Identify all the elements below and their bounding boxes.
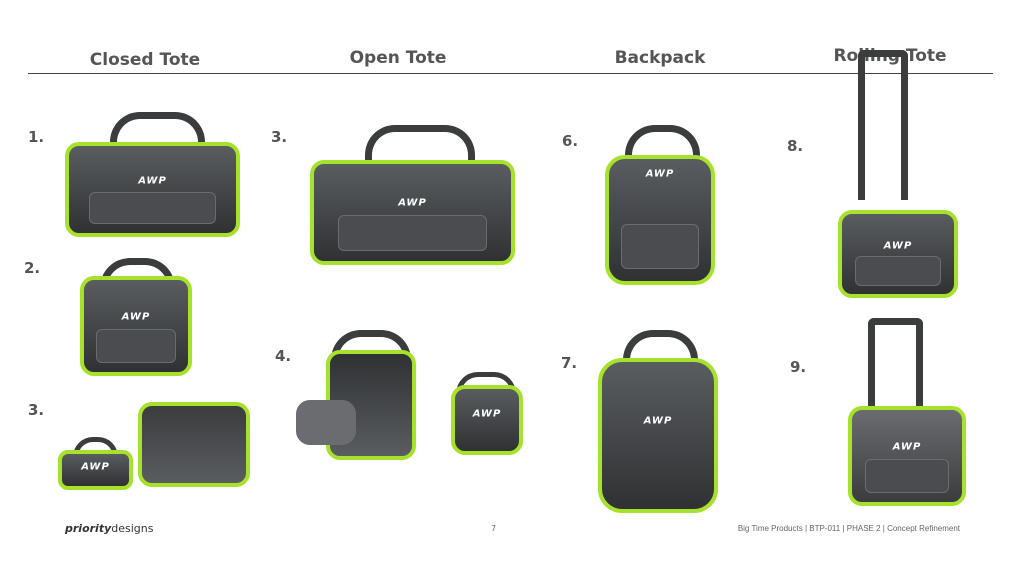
label-9: 9.: [790, 358, 807, 376]
priority-designs-logo: prioritydesigns: [65, 522, 154, 535]
product-image-closed-tote-2: AWP: [80, 258, 195, 378]
product-image-rolling-tote-8: AWP: [838, 50, 963, 300]
divider: [28, 73, 993, 74]
label-6: 6.: [562, 132, 579, 150]
heading-open-tote: Open Tote: [349, 48, 447, 68]
product-image-closed-tote-3: AWP: [58, 392, 253, 492]
footer-info: Big Time Products | BTP-011 | PHASE 2 | …: [737, 524, 960, 533]
product-image-rolling-tote-9: AWP: [848, 318, 973, 508]
label-3a: 3.: [28, 401, 45, 419]
heading-backpack: Backpack: [614, 48, 706, 68]
label-8: 8.: [787, 137, 804, 155]
product-image-backpack-7: AWP: [598, 330, 723, 515]
label-4: 4.: [275, 347, 292, 365]
label-3b: 3.: [271, 128, 288, 146]
label-7: 7.: [561, 354, 578, 372]
label-2: 2.: [24, 259, 41, 277]
product-image-open-tote-3: AWP: [310, 125, 520, 270]
product-image-open-tote-4: AWP: [296, 330, 526, 465]
page-number: 7: [491, 524, 497, 533]
heading-closed-tote: Closed Tote: [89, 50, 201, 70]
label-1: 1.: [28, 128, 45, 146]
product-image-closed-tote-1: AWP: [65, 112, 245, 242]
product-image-backpack-6: AWP: [605, 125, 720, 290]
